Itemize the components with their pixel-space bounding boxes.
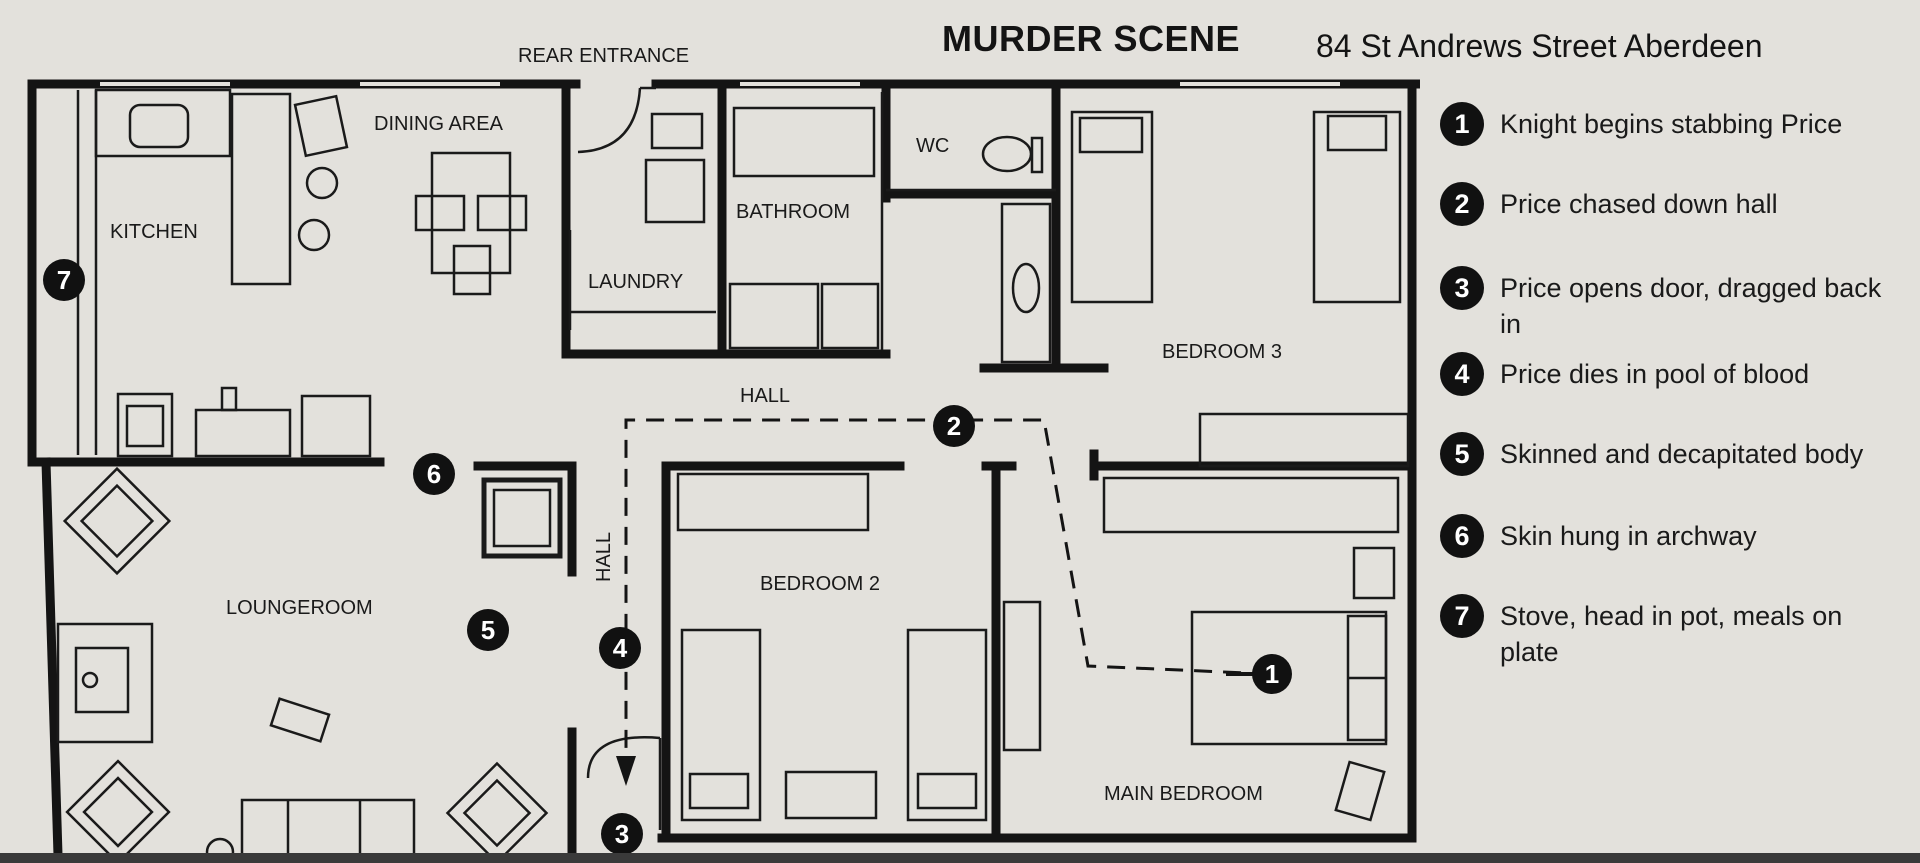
marker-5: 5: [467, 609, 509, 651]
legend-text: Knight begins stabbing Price: [1500, 109, 1843, 139]
legend-number: 1: [1440, 102, 1484, 146]
label-laundry: LAUNDRY: [588, 271, 683, 293]
bottom-bar: [0, 853, 1920, 863]
marker-3: 3: [601, 813, 643, 855]
svg-text:6: 6: [427, 459, 441, 489]
legend-number: 2: [1440, 182, 1484, 226]
address-subtitle: 84 St Andrews Street Aberdeen: [1316, 28, 1763, 64]
legend-text: Price chased down hall: [1500, 189, 1778, 219]
svg-text:1: 1: [1265, 659, 1279, 689]
svg-text:5: 5: [481, 615, 495, 645]
svg-text:4: 4: [613, 633, 628, 663]
page-title: MURDER SCENE: [942, 18, 1241, 59]
label-kitchen: KITCHEN: [110, 221, 198, 243]
legend-number: 5: [1440, 432, 1484, 476]
marker-4: 4: [599, 627, 641, 669]
legend-text: Stove, head in pot, meals on plate: [1500, 601, 1843, 667]
marker-1: 1: [1226, 654, 1292, 694]
legend-text: Price dies in pool of blood: [1500, 359, 1810, 389]
legend-item-7: 7 Stove, head in pot, meals on plate: [1440, 594, 1900, 670]
legend-item-1: 1 Knight begins stabbing Price: [1440, 102, 1900, 146]
legend-text: Skin hung in archway: [1500, 521, 1757, 551]
label-bedroom-2: BEDROOM 2: [760, 573, 880, 595]
floor-plan: REAR ENTRANCE DINING AREA KITCHEN LAUNDR…: [27, 45, 1420, 863]
label-main-bedroom: MAIN BEDROOM: [1104, 783, 1263, 805]
label-dining-area: DINING AREA: [374, 113, 504, 135]
legend-item-5: 5 Skinned and decapitated body: [1440, 432, 1900, 476]
label-hall: HALL: [740, 385, 790, 407]
label-bedroom-3: BEDROOM 3: [1162, 341, 1282, 363]
marker-6: 6: [413, 453, 455, 495]
fixtures: [56, 82, 1410, 863]
legend-item-3: 3 Price opens door, dragged back in: [1440, 266, 1900, 342]
label-hall-vertical: HALL: [593, 532, 615, 582]
label-loungeroom: LOUNGEROOM: [226, 597, 373, 619]
label-rear-entrance: REAR ENTRANCE: [518, 45, 689, 67]
arrow-head: [616, 756, 636, 786]
legend-item-2: 2 Price chased down hall: [1440, 182, 1900, 226]
svg-text:2: 2: [947, 411, 961, 441]
legend-text: Skinned and decapitated body: [1500, 439, 1864, 469]
svg-text:3: 3: [615, 819, 629, 849]
legend-item-6: 6 Skin hung in archway: [1440, 514, 1900, 558]
marker-7: 7: [43, 259, 85, 301]
legend-number: 3: [1440, 266, 1484, 310]
legend-number: 7: [1440, 594, 1484, 638]
marker-2: 2: [933, 405, 975, 447]
label-bathroom: BATHROOM: [736, 201, 850, 223]
legend-text: Price opens door, dragged back in: [1500, 273, 1882, 339]
legend-item-4: 4 Price dies in pool of blood: [1440, 352, 1900, 396]
svg-text:7: 7: [57, 265, 71, 295]
label-wc: WC: [916, 135, 949, 157]
path-of-attack: [624, 418, 1271, 758]
legend-number: 4: [1440, 352, 1484, 396]
legend-number: 6: [1440, 514, 1484, 558]
